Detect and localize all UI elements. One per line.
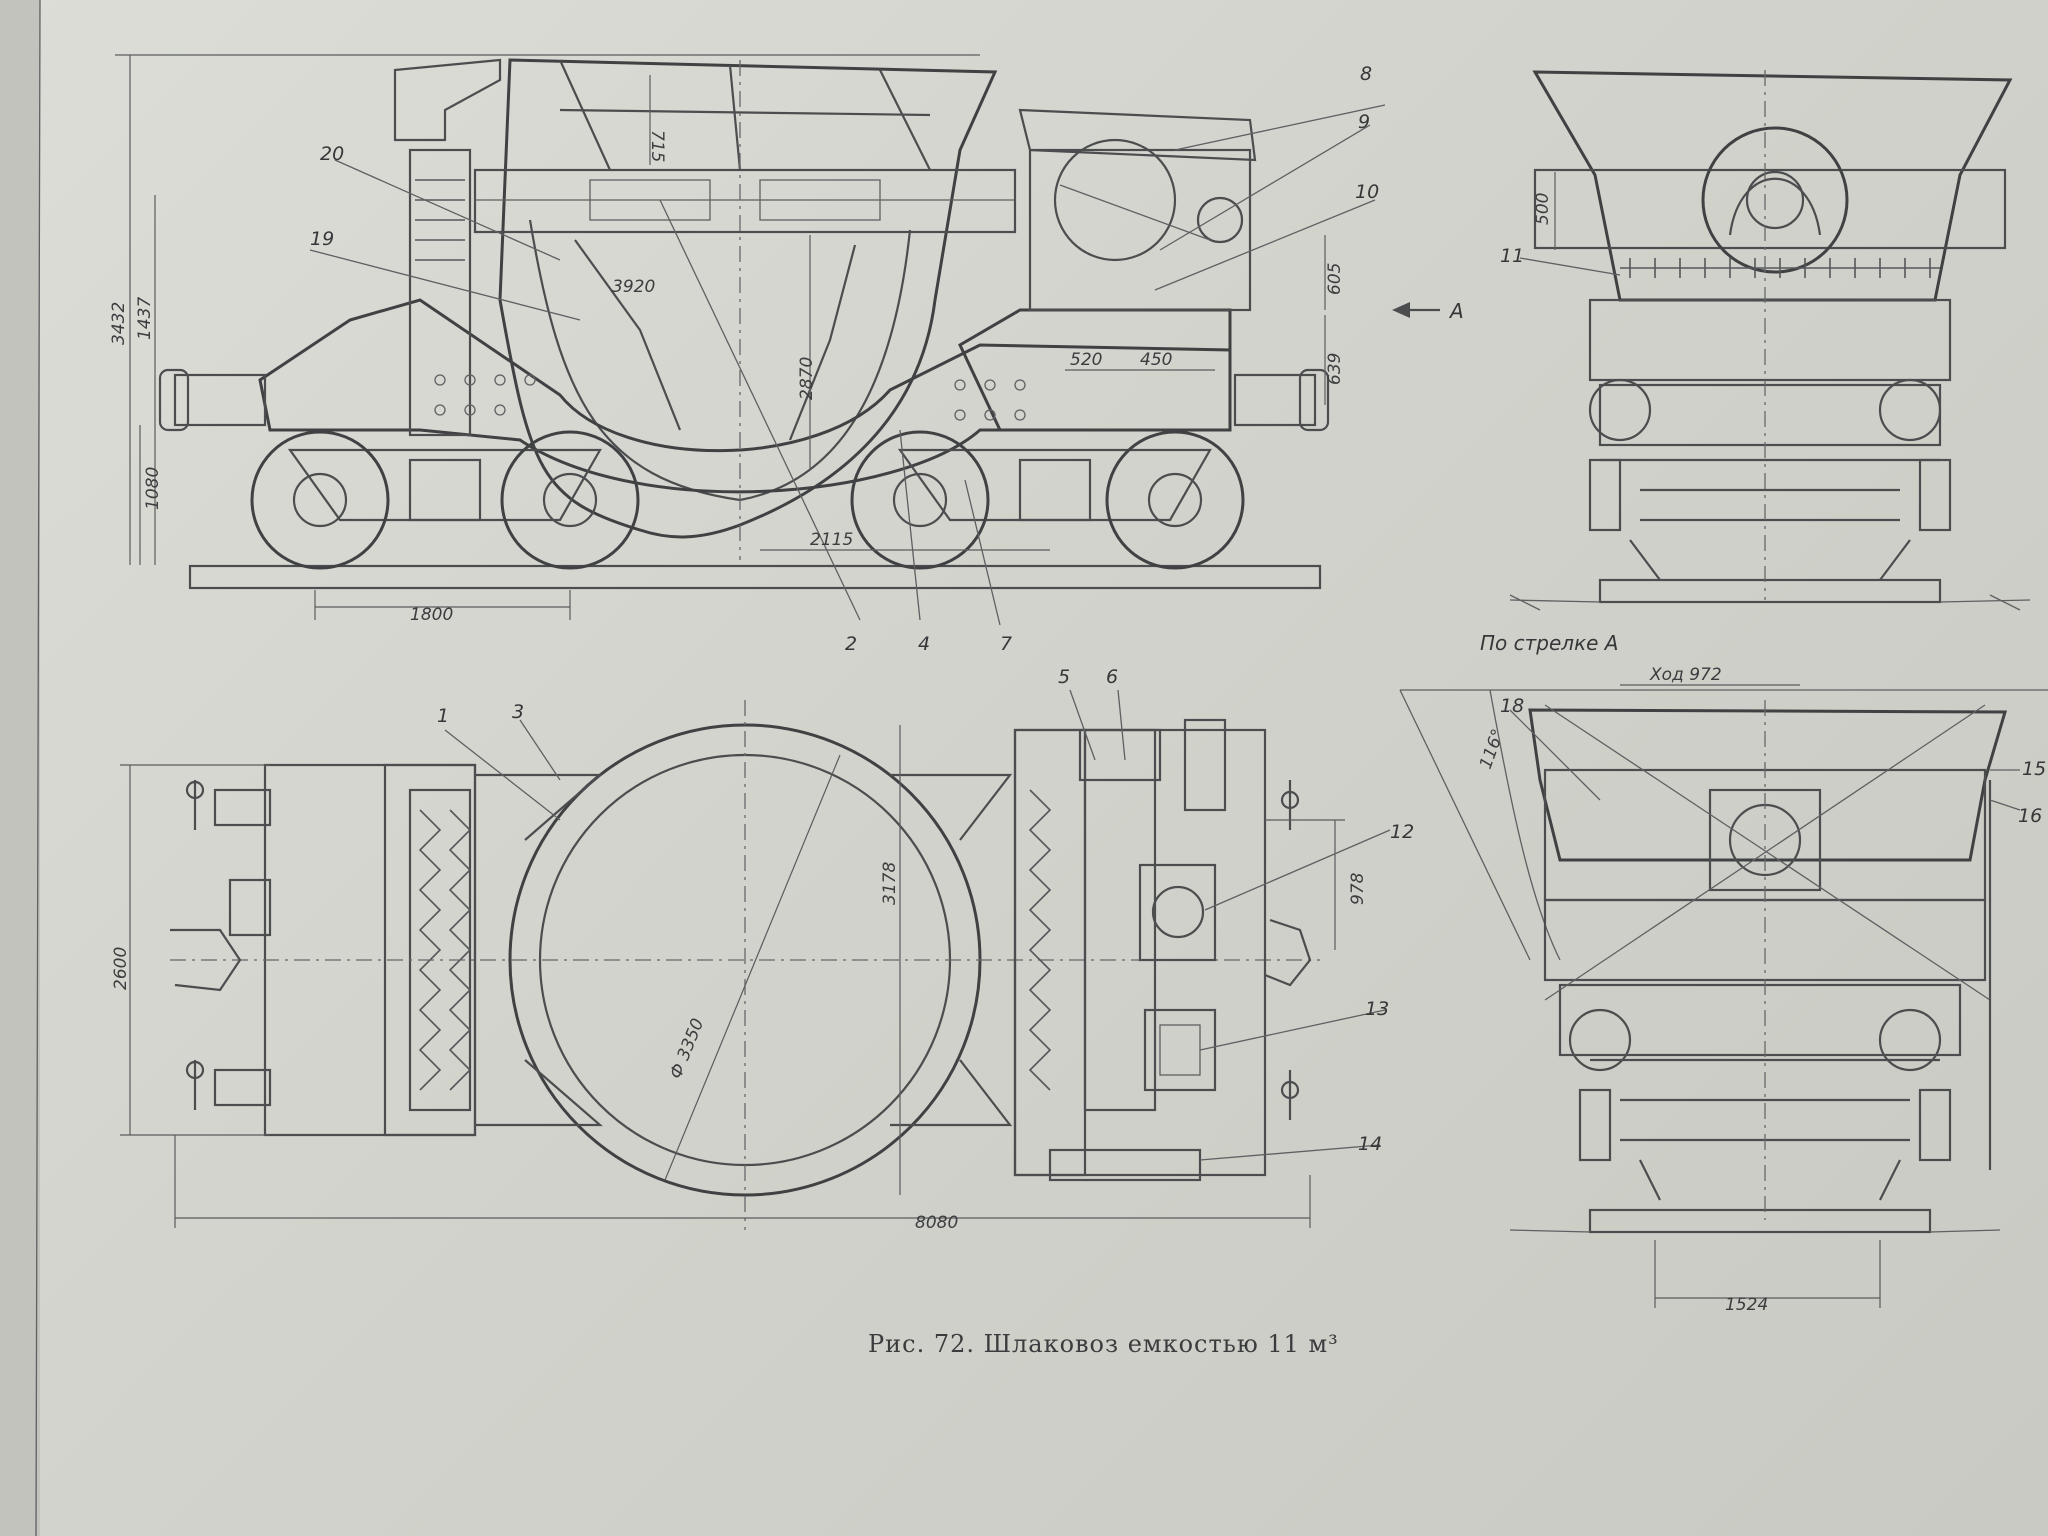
left-coupler [173,373,267,427]
arrow-a-label: А [1448,299,1464,323]
electric-motor [1138,863,1217,962]
label-9: 9 [1358,111,1370,133]
label-13: 13 [1365,998,1389,1020]
dim-3178: 3178 [880,862,900,905]
wheel [250,430,390,570]
label-10: 10 [1355,181,1379,203]
label-11: 11 [1500,245,1524,267]
left-end-block [263,763,477,1137]
bowl-supports [574,239,857,441]
drive-base [1048,1148,1202,1182]
wheel [1105,430,1245,570]
label-1: 1 [437,705,449,727]
dim-1080: 1080 [143,467,163,510]
left-support-column [408,148,472,437]
page-edge [0,0,40,1536]
dim-450: 450 [1140,350,1172,370]
label-12: 12 [1390,821,1414,843]
leaders [309,104,1386,626]
bowl-ribs [558,59,931,171]
label-15: 15 [2022,758,2046,780]
handwheels [185,780,1300,1120]
wheel [500,430,640,570]
view-a-bowl [1528,708,2008,862]
left-bogie [250,430,640,570]
view-a-title: По стрелке А [1480,631,1619,655]
main-frame [258,298,1232,494]
right-bogie [850,430,1245,570]
drive-cover [1018,108,1257,162]
label-3: 3 [512,701,524,723]
dim-1437: 1437 [135,297,155,340]
right-coupler [1233,373,1317,427]
end-bowl [1532,70,2013,302]
dim-8080: 8080 [915,1213,958,1233]
dim-2870: 2870 [797,357,817,400]
end-beam [1533,168,2007,250]
side-view [115,54,1386,626]
gearbox [1143,1008,1217,1092]
dim-diameter: Ф 3350 [666,1016,708,1082]
figure-caption: Рис. 72. Шлаковоз емкостью 11 м³ [868,1330,1339,1358]
label-4: 4 [918,633,930,655]
label-20: 20 [320,143,344,165]
label-16: 16 [2018,805,2042,827]
page-fold-line [35,0,41,1536]
dim-3432: 3432 [109,302,129,345]
tilting-gear [1701,126,1849,274]
dim-2600: 2600 [111,947,131,990]
rail [188,564,1322,590]
label-14: 14 [1358,1133,1382,1155]
view-a [1399,684,2048,1308]
dim-605: 605 [1325,263,1345,295]
right-rack-teeth [1028,789,1052,1091]
bowl-beam [473,168,1017,234]
dim-3920: 3920 [612,277,655,297]
plan-leaders [444,689,1391,1161]
dim-1800: 1800 [410,605,453,625]
left-rack-teeth [418,809,472,1091]
dim-639: 639 [1325,353,1345,385]
label-7: 7 [1000,633,1012,655]
left-pipe [393,58,502,142]
left-gear-rack [415,179,465,261]
stroke-label: Ход 972 [1649,665,1722,685]
slag-bowl [498,58,998,539]
frame-arms [475,773,603,1127]
plan-view [120,689,1391,1230]
label-5: 5 [1058,666,1070,688]
dim-715: 715 [647,130,667,162]
end-frame [1588,298,1952,382]
wheel [850,430,990,570]
dim-500: 500 [1533,193,1553,225]
drive-cabinet [1028,148,1252,312]
drive-wheel [1053,138,1177,262]
gear-rack [1620,258,1940,278]
dim-2115: 2115 [810,530,853,550]
dim-1524: 1524 [1725,1295,1768,1315]
label-18: 18 [1500,695,1524,717]
dim-978: 978 [1348,872,1368,905]
arrow-a-head [1392,302,1410,318]
label-2: 2 [845,633,857,655]
dim-520: 520 [1070,350,1102,370]
end-view [1509,70,2031,611]
label-19: 19 [310,228,334,250]
label-8: 8 [1360,63,1372,85]
label-6: 6 [1106,666,1118,688]
frame-bolts [434,374,1026,421]
